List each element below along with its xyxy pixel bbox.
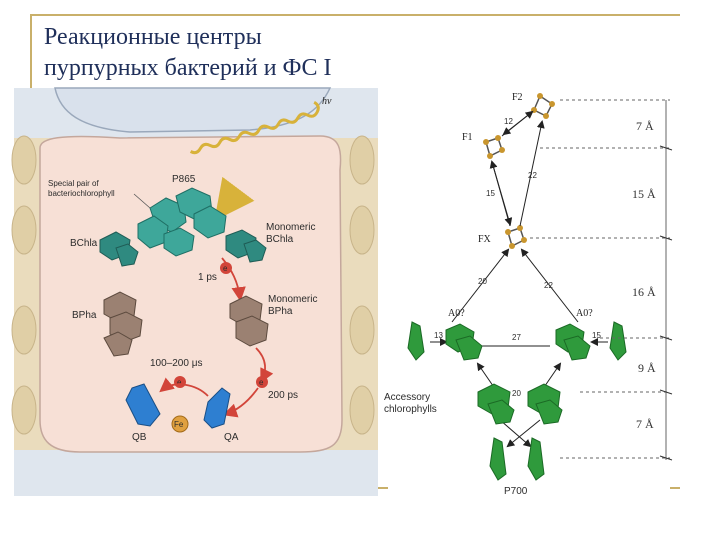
light-wave [189,100,320,155]
distance-12: 12 [504,117,513,126]
time-100-200us-label: 100–200 μs [150,358,202,369]
electron-2-label: e [259,378,264,387]
scale-7a-top: 7 Å [636,119,654,133]
bpha-right [229,295,269,347]
fx-label: FX [478,234,492,245]
distance-20a: 20 [478,277,487,286]
side-chlorophyll-right [609,321,627,361]
title-line-1: Реакционные центры [44,24,262,50]
special-pair-label-2: bacteriochlorophyll [48,189,115,198]
purple-bacteria-reaction-center: hν P865 Special pair of bacteriochloroph… [11,87,378,496]
scale-15a: 15 Å [632,187,656,201]
monomeric-label-2: Monomeric [268,294,317,305]
distance-22a: 22 [528,171,537,180]
p700-left [489,437,507,481]
distance-15a: 15 [486,189,495,198]
p700-label: P700 [504,486,528,497]
monomeric-bpha-label: BPha [268,306,293,317]
frame-bottom-tick [670,487,680,489]
electron-2 [256,376,268,388]
light-arrow-head [214,176,255,221]
frame-bottom-tick [378,487,388,489]
cytochrome-subunit [54,87,332,133]
monomeric-bchla-label: BChla [266,234,294,245]
bpha-left [103,291,143,357]
a0-right-label: A0? [576,308,593,319]
quinone-qa [203,387,231,429]
special-pair-label-1: Special pair of [48,179,99,188]
p700-right [527,437,545,481]
electron-1 [220,262,232,274]
electron-path-3 [222,387,259,418]
monomeric-label-1: Monomeric [266,222,315,233]
f2-label: F2 [512,92,523,103]
hv-label: hν [322,96,332,107]
distance-scale [530,99,673,461]
accessory-label-1: Accessory [384,392,430,403]
distance-22b: 22 [544,281,553,290]
special-pair-leader [133,193,151,209]
cluster-f1 [483,135,505,159]
a0-left-label: A0? [448,308,465,319]
water-bottom [14,450,378,496]
scale-16a: 16 Å [632,285,656,299]
distance-27: 27 [512,333,521,342]
frame-top-line [30,14,680,16]
time-1ps-label: 1 ps [198,272,217,283]
lipid-heads [11,135,375,435]
distance-13: 13 [434,331,443,340]
a0-right-chlorophyll [555,323,591,361]
p865-label: P865 [172,174,196,185]
accessory-chlorophylls [477,383,563,425]
special-pair [137,187,227,257]
slide-title: Реакционные центры пурпурных бактерий и … [44,22,484,84]
title-line-2: пурпурных бактерий и ФС I [44,55,332,81]
bchla-left-label: BChla [70,238,98,249]
photosystem-i-reaction-center: F2 F1 FX 12 [384,92,673,497]
scale-9a: 9 Å [638,361,656,375]
bpha-left-label: BPha [72,310,97,321]
bchla-left [99,231,139,267]
cluster-f2 [531,93,555,119]
electron-path-4 [159,377,209,397]
bchla-right [225,229,267,263]
time-200ps-label: 200 ps [268,390,298,401]
distance-20b: 20 [512,389,521,398]
cluster-fx [505,225,527,249]
qa-label: QA [224,432,239,443]
electron-1-label: e [223,264,228,273]
distance-15b: 15 [592,331,601,340]
accessory-label-2: chlorophylls [384,404,437,415]
qb-label: QB [132,432,147,443]
electron-path-1 [221,257,246,302]
fe-label: Fe [174,420,184,429]
scale-7a-bottom: 7 Å [636,417,654,431]
quinone-qb [125,383,161,427]
side-chlorophyll-left [407,321,425,361]
electron-3-label: e [177,378,182,387]
f1-label: F1 [462,132,473,143]
iron-center [171,415,189,433]
a0-left-chlorophyll [445,323,483,361]
